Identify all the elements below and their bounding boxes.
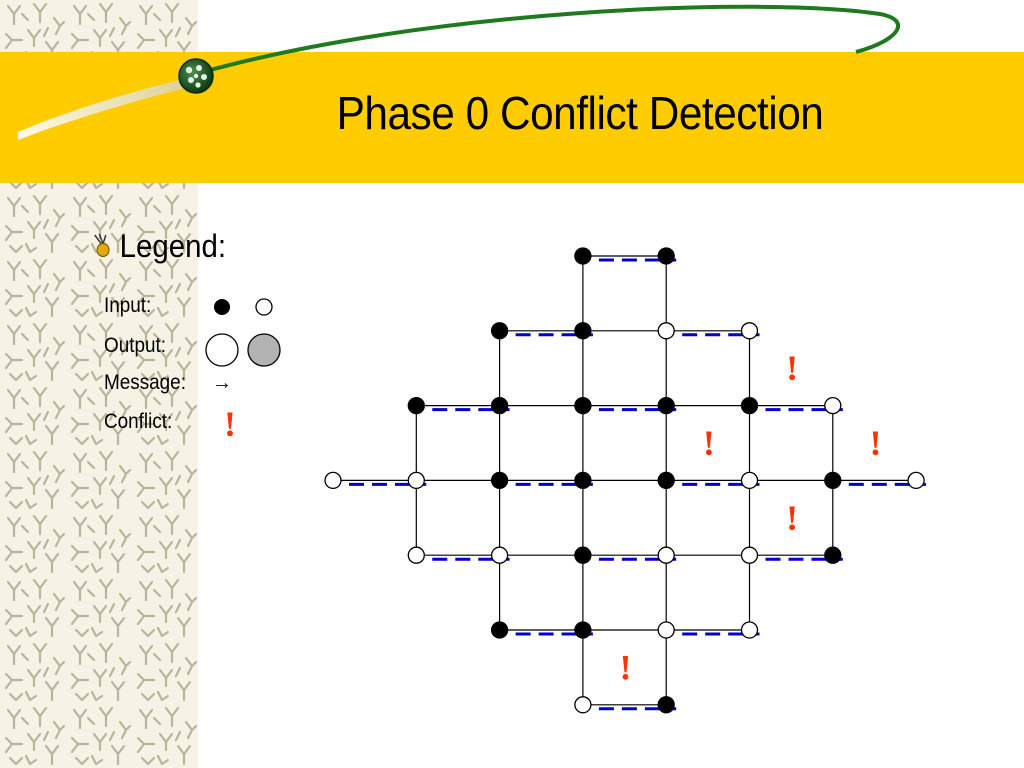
node-black — [657, 396, 675, 415]
node-black — [574, 396, 592, 415]
node-black — [657, 471, 675, 490]
node-white — [740, 471, 759, 490]
message-dashes — [349, 258, 927, 711]
node-black — [657, 247, 675, 265]
node-white — [824, 396, 842, 415]
node-white — [740, 621, 759, 639]
node-black — [574, 247, 592, 265]
title-band — [0, 52, 1024, 183]
node-black — [490, 621, 509, 639]
node-white — [740, 546, 759, 564]
legend-heading: Legend: — [92, 228, 226, 265]
node-white — [574, 696, 592, 714]
legend-output-label: Output: — [104, 334, 167, 357]
node-white — [657, 621, 675, 639]
grid-edges — [333, 255, 917, 706]
legend-message-arrow: → — [212, 372, 232, 394]
legend-conflict-symbol: ! — [224, 404, 236, 444]
node-white — [407, 471, 425, 490]
conflict-marker: ! — [869, 423, 881, 463]
node-white — [324, 471, 342, 490]
node-black — [574, 621, 592, 639]
node-black — [740, 396, 759, 415]
node-black — [490, 471, 509, 490]
node-black — [490, 396, 509, 415]
conflict-marker: ! — [786, 348, 798, 388]
legend-output-gray-node — [247, 333, 281, 367]
legend-heading-text: Legend: — [119, 228, 227, 264]
node-white — [907, 471, 925, 490]
conflict-markers: !!!!! — [620, 348, 882, 687]
title-swoosh-decoration — [18, 4, 901, 140]
grid-nodes — [324, 247, 925, 714]
node-black — [657, 696, 675, 714]
legend-conflict-label: Conflict: — [104, 410, 173, 433]
node-black — [407, 396, 425, 415]
node-white — [407, 546, 425, 564]
conflict-marker: ! — [786, 498, 798, 538]
node-black — [574, 322, 592, 340]
conflict-marker: ! — [620, 647, 632, 687]
bullet-icon — [94, 233, 110, 258]
slide-title: Phase 0 Conflict Detection — [336, 87, 824, 139]
legend-input-white-node — [255, 298, 273, 316]
node-black — [824, 471, 842, 490]
legend-message-label: Message: — [104, 371, 186, 394]
node-black — [490, 322, 509, 340]
node-black — [824, 546, 842, 564]
node-white — [657, 322, 675, 340]
node-white — [490, 546, 509, 564]
conflict-marker: ! — [703, 423, 715, 463]
node-white — [657, 546, 675, 564]
node-black — [574, 471, 592, 490]
legend-output-white-node — [205, 333, 239, 367]
legend-input-black-node — [214, 299, 230, 315]
node-black — [574, 546, 592, 564]
node-white — [740, 322, 759, 340]
legend-input-label: Input: — [104, 294, 152, 317]
